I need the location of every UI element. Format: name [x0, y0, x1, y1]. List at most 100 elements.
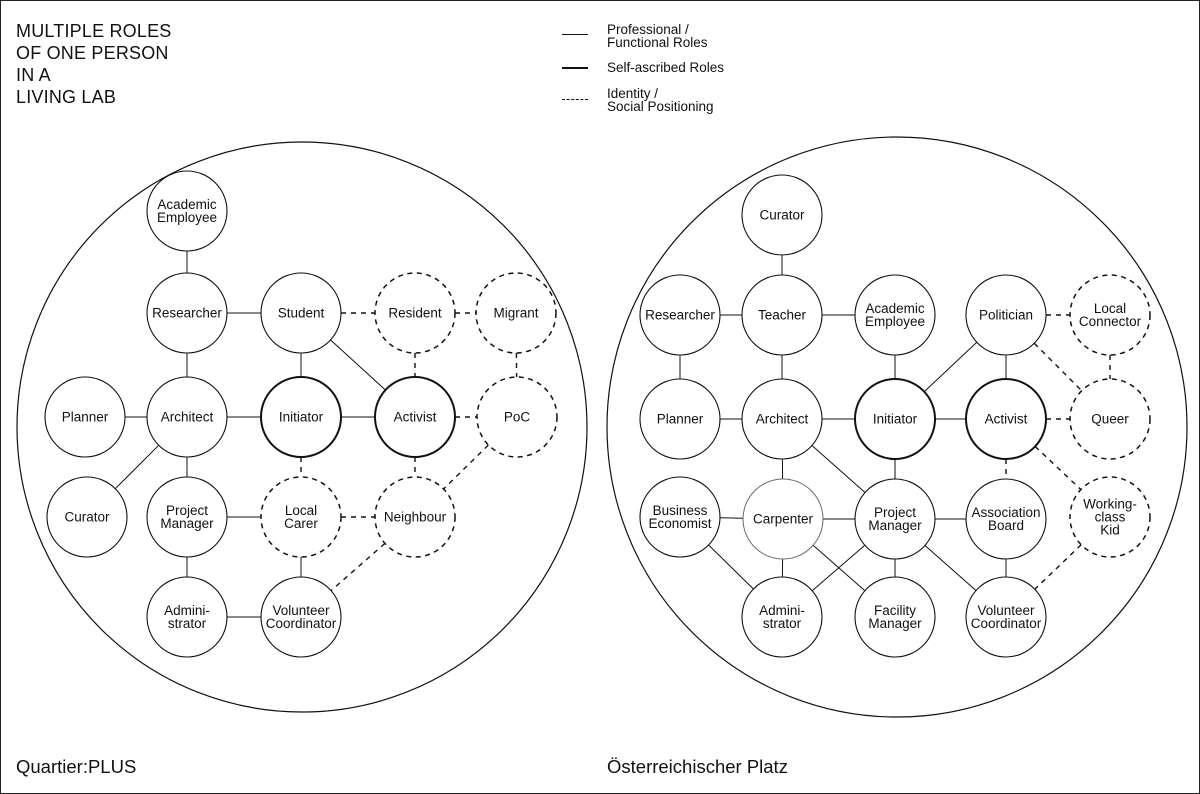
role-circle-activist	[374, 376, 456, 458]
role-circle-carpenter	[742, 478, 824, 560]
edge-pm-admin	[811, 544, 866, 592]
role-label-board: Board	[988, 518, 1024, 533]
role-label-board: Association	[971, 505, 1040, 520]
legend-professional-label: Professional / Functional Roles	[607, 22, 708, 50]
edge-architect-curator	[114, 444, 160, 490]
role-label-connector: Local	[1094, 301, 1126, 316]
edge-kid-volunteer-dashed	[1034, 544, 1082, 590]
edge-politician-initiator	[923, 341, 978, 393]
role-circle-activist	[965, 378, 1047, 460]
role-circle-student	[260, 272, 342, 354]
title-line: MULTIPLE ROLES	[16, 21, 172, 41]
role-circle-volunteer	[260, 576, 342, 658]
role-node-architect: Architect	[741, 378, 823, 460]
role-node-neighbour: Neighbour	[374, 476, 456, 558]
role-circle-pm	[854, 478, 936, 560]
role-label-architect: Architect	[756, 412, 809, 427]
role-node-activist: Activist	[374, 376, 456, 458]
role-label-pm: Manager	[868, 518, 922, 533]
role-label-student: Student	[278, 306, 325, 321]
role-circle-board	[965, 478, 1047, 560]
role-node-carpenter: Carpenter	[742, 478, 824, 560]
legend-professional: Professional / Functional Roles	[560, 22, 780, 56]
role-node-researcher: Researcher	[146, 272, 228, 354]
role-label-teacher: Teacher	[758, 308, 807, 323]
legend-self-ascribed: Self-ascribed Roles	[560, 60, 780, 94]
role-label-economist: Business	[653, 503, 708, 518]
edge-poc-neighbour-dashed	[443, 444, 489, 490]
role-label-initiator: Initiator	[873, 412, 918, 427]
role-node-admin: Admini-strator	[146, 576, 228, 658]
role-label-volunteer: Coordinator	[266, 616, 337, 631]
role-circle-poc	[476, 376, 558, 458]
role-circle-researcher	[146, 272, 228, 354]
role-circle-carer	[260, 476, 342, 558]
quartier-plus-boundary	[16, 141, 588, 713]
role-circle-researcher	[639, 274, 721, 356]
role-circle-architect	[741, 378, 823, 460]
role-label-researcher: Researcher	[645, 308, 715, 323]
role-circle-curator	[46, 476, 128, 558]
role-node-planner: Planner	[639, 378, 721, 460]
role-circle-migrant	[475, 272, 557, 354]
role-label-migrant: Migrant	[493, 306, 538, 321]
role-label-academic: Employee	[157, 210, 217, 225]
role-label-academic: Employee	[865, 314, 925, 329]
edge-neighbour-volunteer-dashed	[330, 542, 386, 592]
role-node-student: Student	[260, 272, 342, 354]
role-node-curator: Curator	[46, 476, 128, 558]
role-label-politician: Politician	[979, 308, 1033, 323]
role-node-planner: Planner	[44, 376, 126, 458]
role-label-admin: Admini-	[759, 603, 805, 618]
role-label-pm: Project	[874, 505, 916, 520]
role-circle-politician	[965, 274, 1047, 356]
role-circle-admin	[146, 576, 228, 658]
role-node-resident: Resident	[374, 272, 456, 354]
role-circle-admin	[741, 576, 823, 658]
legend-dashed-line-swatch	[562, 99, 588, 100]
role-circle-academic	[854, 274, 936, 356]
role-label-facility: Manager	[868, 616, 922, 631]
role-label-planner: Planner	[62, 410, 109, 425]
role-label-neighbour: Neighbour	[384, 510, 447, 525]
role-label-volunteer: Volunteer	[977, 603, 1035, 618]
role-label-carer: Carer	[284, 516, 318, 531]
legend-identity: Identity / Social Positioning	[560, 86, 780, 120]
role-label-carer: Local	[285, 503, 317, 518]
role-circle-connector	[1069, 274, 1151, 356]
role-circle-kid	[1069, 476, 1151, 558]
role-circle-queer	[1069, 378, 1151, 460]
role-circle-resident	[374, 272, 456, 354]
role-circle-curator	[741, 174, 823, 256]
role-label-academic: Academic	[865, 301, 925, 316]
title-line: LIVING LAB	[16, 87, 117, 107]
role-label-volunteer: Volunteer	[272, 603, 330, 618]
role-label-carpenter: Carpenter	[753, 512, 814, 527]
edge-politician-queer-dashed	[1033, 342, 1083, 392]
role-label-connector: Connector	[1079, 314, 1142, 329]
legend-self-label: Self-ascribed Roles	[607, 60, 725, 75]
role-label-admin: strator	[763, 616, 802, 631]
role-label-curator: Curator	[759, 208, 805, 223]
role-circle-volunteer	[965, 576, 1047, 658]
figure-title: MULTIPLE ROLES OF ONE PERSON IN A LIVING…	[16, 20, 172, 108]
role-circle-facility	[854, 576, 936, 658]
role-circle-academic	[146, 170, 228, 252]
edge-economist-admin	[708, 544, 754, 590]
role-label-facility: Facility	[874, 603, 916, 618]
role-circle-initiator	[260, 376, 342, 458]
role-label-planner: Planner	[657, 412, 704, 427]
role-circle-planner	[44, 376, 126, 458]
role-node-politician: Politician	[965, 274, 1047, 356]
role-circle-planner	[639, 378, 721, 460]
role-label-pm: Manager	[160, 516, 214, 531]
edge-activist-kid-dashed	[1034, 445, 1082, 491]
